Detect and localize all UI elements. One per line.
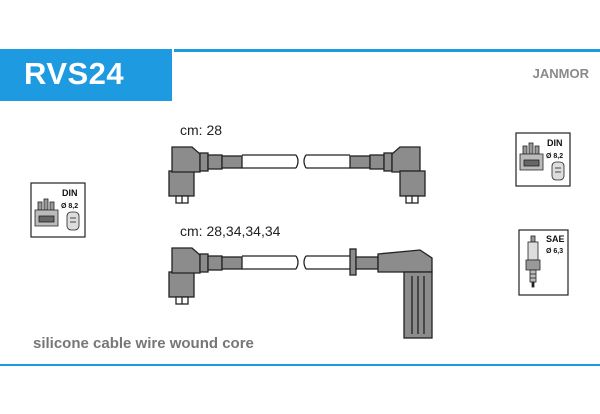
cable-2-left-boot-icon: [168, 247, 243, 305]
header-rule: [174, 49, 600, 52]
left-din-spec: Ø 8,2: [61, 203, 78, 210]
sae-spec: Ø 6,3: [546, 248, 563, 255]
cable-2: [168, 247, 433, 339]
left-distributor-din-badge: DIN Ø 8,2: [30, 182, 86, 238]
cable-1-length: cm: 28: [180, 122, 223, 138]
cable-1-wire: [242, 154, 350, 169]
distributor-cap-icon: [34, 198, 59, 227]
cable-2-wire: [242, 255, 350, 270]
cable-1-left-boot-icon: [168, 146, 243, 204]
left-din-label: DIN: [62, 188, 78, 198]
spark-plug-icon: [525, 235, 541, 288]
sae-label: SAE: [546, 234, 565, 244]
product-code-banner: [0, 49, 172, 101]
cable-2-length: cm: 28,34,34,34: [180, 223, 281, 239]
spark-plug-sae-badge: SAE Ø 6,3: [518, 229, 569, 296]
cable-1-right-boot-icon: [349, 146, 426, 204]
cable-description: silicone cable wire wound core: [33, 335, 254, 352]
brand-name: JANMOR: [532, 66, 589, 81]
right-din-spec: Ø 8,2: [546, 153, 563, 160]
product-code: RVS24: [24, 56, 125, 91]
cable-1: [168, 146, 426, 204]
right-din-label: DIN: [547, 138, 563, 148]
cable-2-straight-boot-icon: [349, 248, 433, 339]
distributor-cap-icon: [519, 142, 544, 171]
plug-terminal-icon: [66, 211, 80, 231]
footer-rule: [0, 364, 600, 366]
right-distributor-din-badge: DIN Ø 8,2: [515, 132, 571, 187]
plug-terminal-icon: [551, 161, 565, 181]
